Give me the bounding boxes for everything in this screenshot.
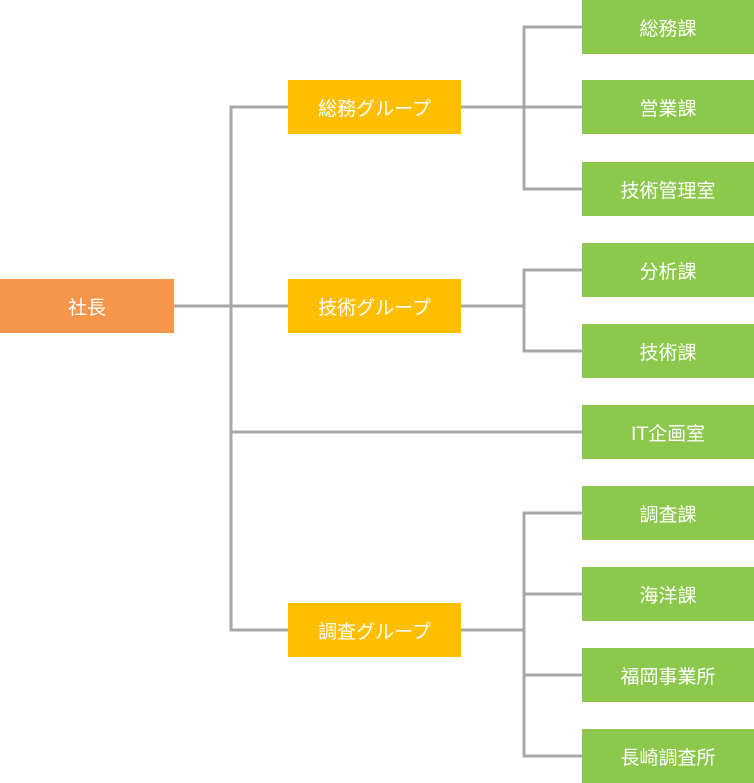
node-dept-survey: 調査課 (582, 486, 754, 540)
node-dept-analysis: 分析課 (582, 243, 754, 297)
node-group-survey: 調査グループ (288, 603, 461, 657)
node-dept-sales: 営業課 (582, 80, 754, 134)
node-dept-marine: 海洋課 (582, 567, 754, 621)
node-dept-general-affairs: 総務課 (582, 0, 754, 54)
node-dept-fukuoka-office: 福岡事業所 (582, 648, 754, 702)
node-group-technology: 技術グループ (288, 279, 461, 333)
node-dept-it-planning: IT企画室 (582, 405, 754, 459)
node-dept-technical: 技術課 (582, 324, 754, 378)
node-group-general-affairs: 総務グループ (288, 80, 461, 134)
node-president: 社長 (0, 279, 174, 333)
node-dept-tech-management: 技術管理室 (582, 162, 754, 216)
node-dept-nagasaki-office: 長崎調査所 (582, 729, 754, 783)
